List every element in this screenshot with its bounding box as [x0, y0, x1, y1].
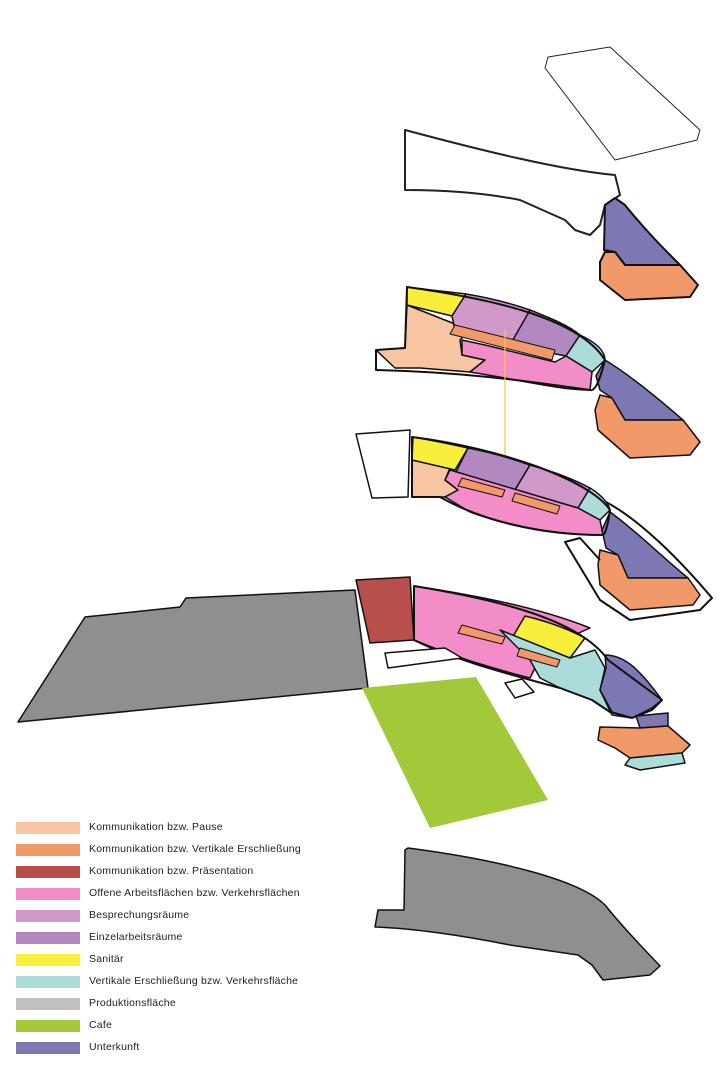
legend-label: Offene Arbeitsflächen bzw. Verkehrsfläch… [89, 887, 300, 899]
legend-label: Vertikale Erschließung bzw. Verkehrsfläc… [89, 975, 299, 987]
legend-swatch [16, 888, 80, 900]
legend-swatch [16, 1042, 80, 1054]
legend-swatch [16, 866, 80, 878]
legend-swatch [16, 932, 80, 944]
l2-erschliessung-bar-1 [457, 477, 506, 498]
legend-item: Kommunikation bzw. Pause [16, 821, 476, 836]
l3-outline [375, 286, 606, 392]
l1-produktionsflaeche [17, 589, 369, 723]
l3-erschliessung [594, 394, 701, 459]
level-3 [375, 286, 701, 490]
level-2 [355, 429, 713, 621]
l3-unterkunft [595, 359, 684, 421]
roof-outline-small [544, 46, 701, 161]
legend-label: Kommunikation bzw. Pause [89, 821, 223, 833]
legend-label: Einzelarbeitsräume [89, 931, 183, 943]
legend-item: Kommunikation bzw. Präsentation [16, 865, 476, 880]
legend-item: Einzelarbeitsräume [16, 931, 476, 946]
basement-produktionsflaeche [374, 847, 661, 981]
l1-white-box-1 [384, 647, 463, 669]
l1-unterkunft [599, 654, 663, 719]
legend-item: Offene Arbeitsflächen bzw. Verkehrsfläch… [16, 887, 476, 902]
l1-erschliessung-bar-1 [457, 624, 506, 645]
legend-item: Besprechungsräume [16, 909, 476, 924]
legend-item: Produktionsfläche [16, 997, 476, 1012]
l2-outline-annex [564, 501, 713, 621]
legend-item: Kommunikation bzw. Vertikale Erschließun… [16, 843, 476, 858]
legend-item: Vertikale Erschließung bzw. Verkehrsfläc… [16, 975, 476, 990]
legend-label: Sanitär [89, 953, 124, 965]
legend-item: Unterkunft [16, 1041, 476, 1056]
l2-outline [411, 436, 611, 536]
l1-annex-verkehr [624, 752, 686, 771]
legend-label: Unterkunft [89, 1041, 140, 1053]
legend-item: Sanitär [16, 953, 476, 968]
legend-swatch [16, 998, 80, 1010]
l2-erschliessung-bar-2 [511, 492, 561, 515]
legend-label: Kommunikation bzw. Präsentation [89, 865, 254, 877]
legend-label: Kommunikation bzw. Vertikale Erschließun… [89, 843, 301, 855]
l2-erschliessung [597, 549, 701, 611]
legend-swatch [16, 976, 80, 988]
l2-outline-left-box [355, 429, 411, 499]
legend-label: Produktionsfläche [89, 997, 176, 1009]
legend-swatch [16, 1020, 80, 1032]
l1-sanitaer [511, 615, 586, 659]
l3-erschliessung-bar [449, 324, 556, 361]
legend-item: Cafe [16, 1019, 476, 1034]
l1-praesentation [355, 576, 415, 644]
legend-label: Besprechungsräume [89, 909, 190, 921]
roof-level [404, 46, 701, 236]
l3-verkehr [565, 334, 606, 373]
roof-outline-main [404, 129, 621, 236]
legend-label: Cafe [89, 1019, 112, 1031]
l1-cafe [362, 677, 548, 828]
l1-erschliessung-bar-2 [516, 647, 561, 668]
legend-swatch [16, 822, 80, 834]
legend-swatch [16, 954, 80, 966]
level-4-annex [599, 197, 699, 301]
level-4-erschliessung [599, 251, 699, 301]
basement-level [374, 847, 661, 981]
legend-swatch [16, 910, 80, 922]
l1-white-box-2 [504, 678, 535, 699]
level-1 [17, 576, 691, 828]
legend-swatch [16, 844, 80, 856]
l3-offene-flaechen [461, 339, 593, 391]
